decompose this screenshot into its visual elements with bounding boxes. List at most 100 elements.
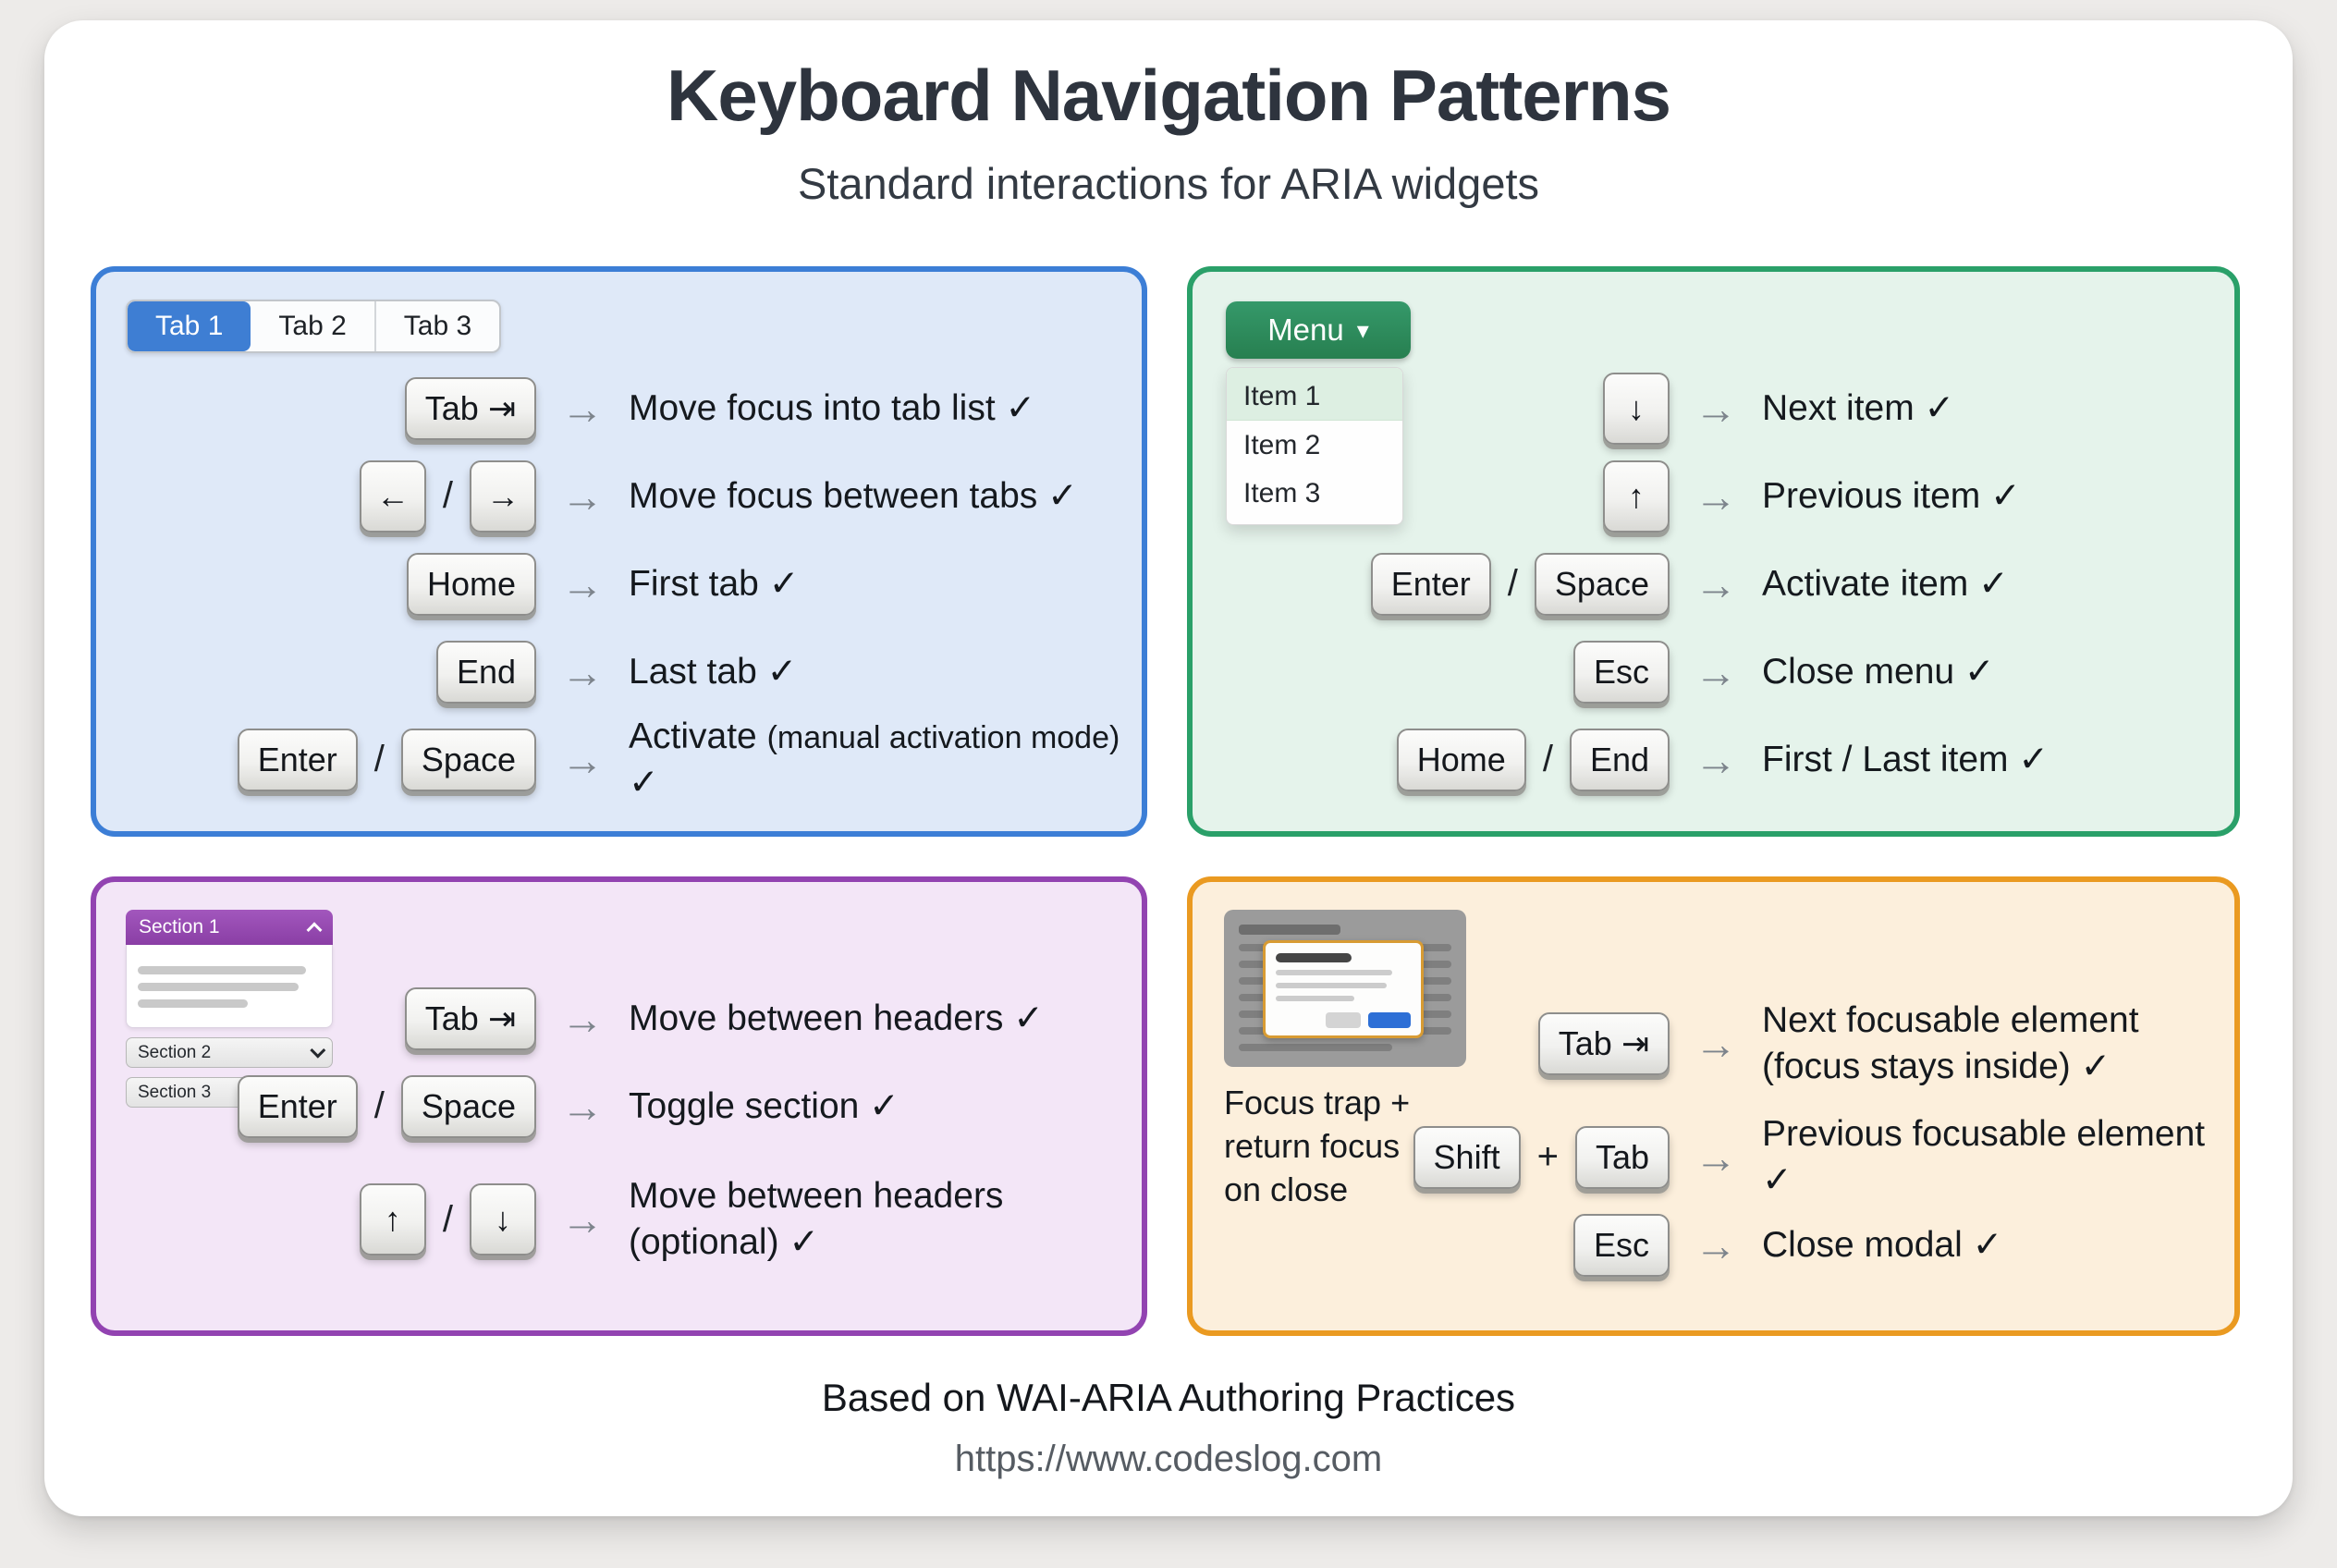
shortcut-label: Toggle section ✓: [629, 1085, 899, 1126]
page-footer: Based on WAI-ARIA Authoring Practices ht…: [0, 1376, 2337, 1480]
shortcut-row: ← / → → Move focus between tabs ✓: [129, 452, 1123, 540]
shortcut-label: Previous item ✓: [1762, 475, 2021, 516]
keycap-tab: Tab ⇥: [404, 986, 536, 1050]
footer-url: https://www.codeslog.com: [954, 1439, 1383, 1479]
shortcut-row: End → Last tab ✓: [129, 628, 1123, 716]
shortcut-row: ↓ → Next item ✓: [1226, 364, 2216, 452]
key-separator: /: [442, 475, 453, 516]
tabs-shortcut-rows: Tab ⇥ → Move focus into tab list ✓ ← / →…: [129, 364, 1123, 803]
keycap-shift: Shift: [1413, 1125, 1521, 1189]
arrow-right-icon: →: [561, 735, 604, 784]
arrow-right-icon: →: [1695, 647, 1737, 696]
keycap-space: Space: [1534, 552, 1670, 616]
key-separator: /: [373, 1085, 385, 1126]
menu-button[interactable]: Menu ▾: [1226, 301, 1411, 359]
shortcut-row: Esc → Close modal ✓: [1226, 1201, 2216, 1289]
arrow-right-icon: →: [1695, 384, 1737, 433]
shortcut-label-line1: Move between headers: [629, 1176, 1004, 1217]
keycap-end: End: [435, 640, 536, 704]
panel-accordion: Section 1 Section 2 Section 3 Tab ⇥: [91, 876, 1147, 1336]
menu-widget: Menu ▾ Item 1 Item 2 Item 3: [1226, 301, 1411, 525]
shortcut-label: First / Last item ✓: [1762, 739, 2049, 779]
page-title: Keyboard Navigation Patterns: [667, 55, 1671, 136]
arrow-right-icon: →: [1695, 472, 1737, 521]
shortcut-label-main: Activate: [629, 716, 757, 756]
shortcut-row: ↑ / ↓ → Move between headers (optional) …: [129, 1150, 1123, 1289]
arrow-right-icon: →: [561, 472, 604, 521]
menu-item-3[interactable]: Item 3: [1243, 478, 1321, 508]
panel-modal: Focus trap + return focus on close Tab ⇥…: [1187, 876, 2240, 1336]
tab-3[interactable]: Tab 3: [403, 311, 472, 341]
shortcut-row: Tab ⇥ → Move focus into tab list ✓: [129, 364, 1123, 452]
accordion-header-2[interactable]: Section 2: [126, 1037, 333, 1068]
keycap-arrow-up: ↑: [359, 1183, 426, 1256]
tab-1[interactable]: Tab 1: [128, 301, 251, 351]
shortcut-label: First tab ✓: [629, 563, 800, 604]
modal-primary-button[interactable]: [1368, 1012, 1411, 1028]
keycap-tab: Tab ⇥: [1537, 1012, 1670, 1075]
menu-shortcut-rows: ↓ → Next item ✓ ↑ → Previous item ✓ Ente…: [1226, 364, 2216, 803]
shortcut-row: Esc → Close menu ✓: [1226, 628, 2216, 716]
shortcut-label-line1: Next focusable element: [1762, 1000, 2139, 1041]
keycap-arrow-down: ↓: [470, 1183, 536, 1256]
keycap-arrow-down: ↓: [1603, 372, 1670, 445]
page-header: Keyboard Navigation Patterns Standard in…: [0, 54, 2337, 209]
keycap-home: Home: [406, 552, 536, 616]
key-separator: /: [373, 739, 385, 779]
arrow-right-icon: →: [1695, 1220, 1737, 1269]
shortcut-row: Tab ⇥ → Move between headers ✓: [129, 974, 1123, 1062]
modal-shortcut-rows: Tab ⇥ → Next focusable element (focus st…: [1226, 974, 2216, 1289]
shortcut-row: ↑ → Previous item ✓: [1226, 452, 2216, 540]
keycap-arrow-right: →: [470, 459, 536, 533]
arrow-right-icon: →: [561, 559, 604, 608]
accordion-body: [126, 945, 333, 1028]
menu-button-label: Menu: [1267, 312, 1344, 347]
shortcut-label: Move between headers (optional) ✓: [629, 1173, 1003, 1266]
shortcut-label: Move focus into tab list ✓: [629, 387, 1036, 428]
keycap-tab: Tab ⇥: [404, 376, 536, 440]
menu-dropdown: Item 1 Item 2 Item 3: [1226, 367, 1403, 525]
menu-item-1[interactable]: Item 1: [1227, 368, 1402, 421]
text-line-placeholder: [138, 999, 248, 1008]
shortcut-label-line2: (optional) ✓: [629, 1222, 820, 1262]
text-line-placeholder: [1276, 970, 1392, 975]
accordion-header-1[interactable]: Section 1: [126, 910, 333, 945]
page-subtitle: Standard interactions for ARIA widgets: [797, 159, 1540, 208]
text-line-placeholder: [1276, 953, 1352, 962]
arrow-right-icon: →: [561, 994, 604, 1043]
menu-item-2[interactable]: Item 2: [1243, 430, 1321, 460]
keycap-enter: Enter: [1370, 552, 1491, 616]
arrow-right-icon: →: [1695, 1133, 1737, 1182]
keycap-esc: Esc: [1572, 1213, 1670, 1277]
arrow-right-icon: →: [561, 384, 604, 433]
shortcut-row: Enter / Space → Activate item ✓: [1226, 540, 2216, 628]
keycap-enter: Enter: [237, 728, 358, 791]
caret-down-icon: ▾: [1356, 316, 1369, 344]
keycap-esc: Esc: [1572, 640, 1670, 704]
shortcut-label-line2: (focus stays inside) ✓: [1762, 1047, 2111, 1086]
modal-secondary-button[interactable]: [1326, 1012, 1361, 1028]
shortcut-label: Next focusable element (focus stays insi…: [1762, 998, 2139, 1090]
shortcut-label: Next item ✓: [1762, 387, 1955, 428]
shortcut-label: Close menu ✓: [1762, 651, 1995, 692]
shortcut-row: Enter / Space → Activate (manual activat…: [129, 716, 1123, 803]
keycap-space: Space: [400, 728, 536, 791]
arrow-right-icon: →: [1695, 1020, 1737, 1068]
shortcut-row: Home → First tab ✓: [129, 540, 1123, 628]
text-line-placeholder: [1276, 983, 1387, 988]
tablist-widget: Tab 1 Tab 2 Tab 3: [126, 300, 502, 353]
key-separator: /: [442, 1198, 453, 1240]
key-separator: +: [1536, 1136, 1559, 1177]
shortcut-label: Activate (manual activation mode) ✓: [629, 714, 1123, 806]
tab-2[interactable]: Tab 2: [251, 301, 376, 351]
check-icon: ✓: [629, 762, 659, 802]
modal-buttons: [1276, 1012, 1411, 1028]
panel-menu: Menu ▾ Item 1 Item 2 Item 3 ↓ → Next ite…: [1187, 266, 2240, 837]
keycap-arrow-up: ↑: [1603, 459, 1670, 533]
shortcut-row: Enter / Space → Toggle section ✓: [129, 1062, 1123, 1150]
key-separator: /: [1542, 739, 1553, 779]
chevron-up-icon: [306, 922, 323, 938]
text-line-placeholder: [1276, 996, 1354, 1001]
keycap-space: Space: [400, 1074, 536, 1138]
arrow-right-icon: →: [561, 1082, 604, 1131]
